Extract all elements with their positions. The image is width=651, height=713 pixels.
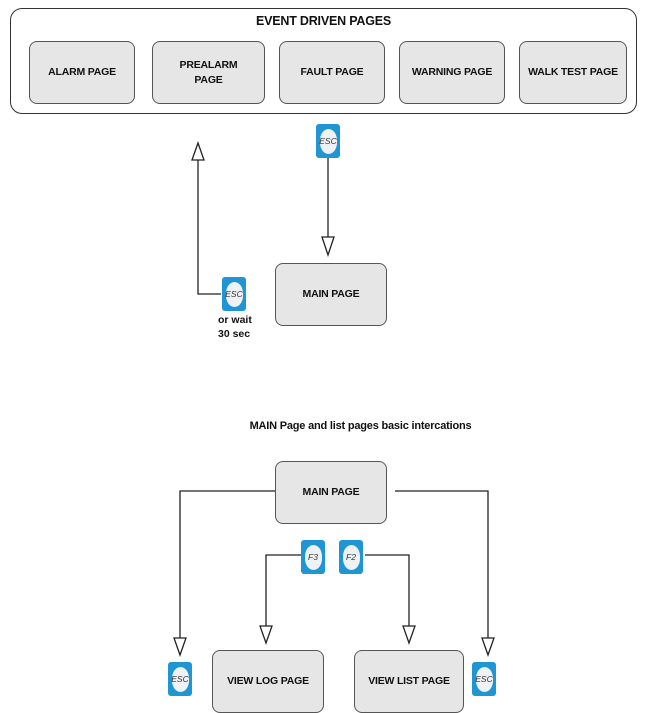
view-log-page-box: VIEW LOG PAGE [212,650,324,713]
wait-30-sec-text: or wait 30 sec [218,314,252,340]
esc-key-right: ESC [472,662,496,696]
f3-key-face: F3 [304,544,322,570]
esc-key-return-face: ESC [225,281,243,307]
alarm-page-box: ALARM PAGE [29,41,135,104]
esc-key-face: ESC [319,128,337,154]
prealarm-page-box: PREALARM PAGE [152,41,265,104]
event-driven-pages-title: EVENT DRIVEN PAGES [255,14,392,28]
walk-test-page-box: WALK TEST PAGE [519,41,627,104]
esc-key-right-face: ESC [475,666,493,692]
f3-key: F3 [301,540,325,574]
esc-key-left: ESC [168,662,192,696]
warning-page-box: WARNING PAGE [399,41,505,104]
esc-key-return: ESC [222,277,246,311]
main-page-box: MAIN PAGE [275,263,387,326]
f2-key: F2 [339,540,363,574]
view-list-page-box: VIEW LIST PAGE [354,650,464,713]
section-title: MAIN Page and list pages basic intercati… [249,420,472,432]
esc-key: ESC [316,124,340,158]
fault-page-box: FAULT PAGE [279,41,385,104]
f2-key-face: F2 [342,544,360,570]
esc-key-left-face: ESC [171,666,189,692]
main-page-box-bottom: MAIN PAGE [275,461,387,524]
